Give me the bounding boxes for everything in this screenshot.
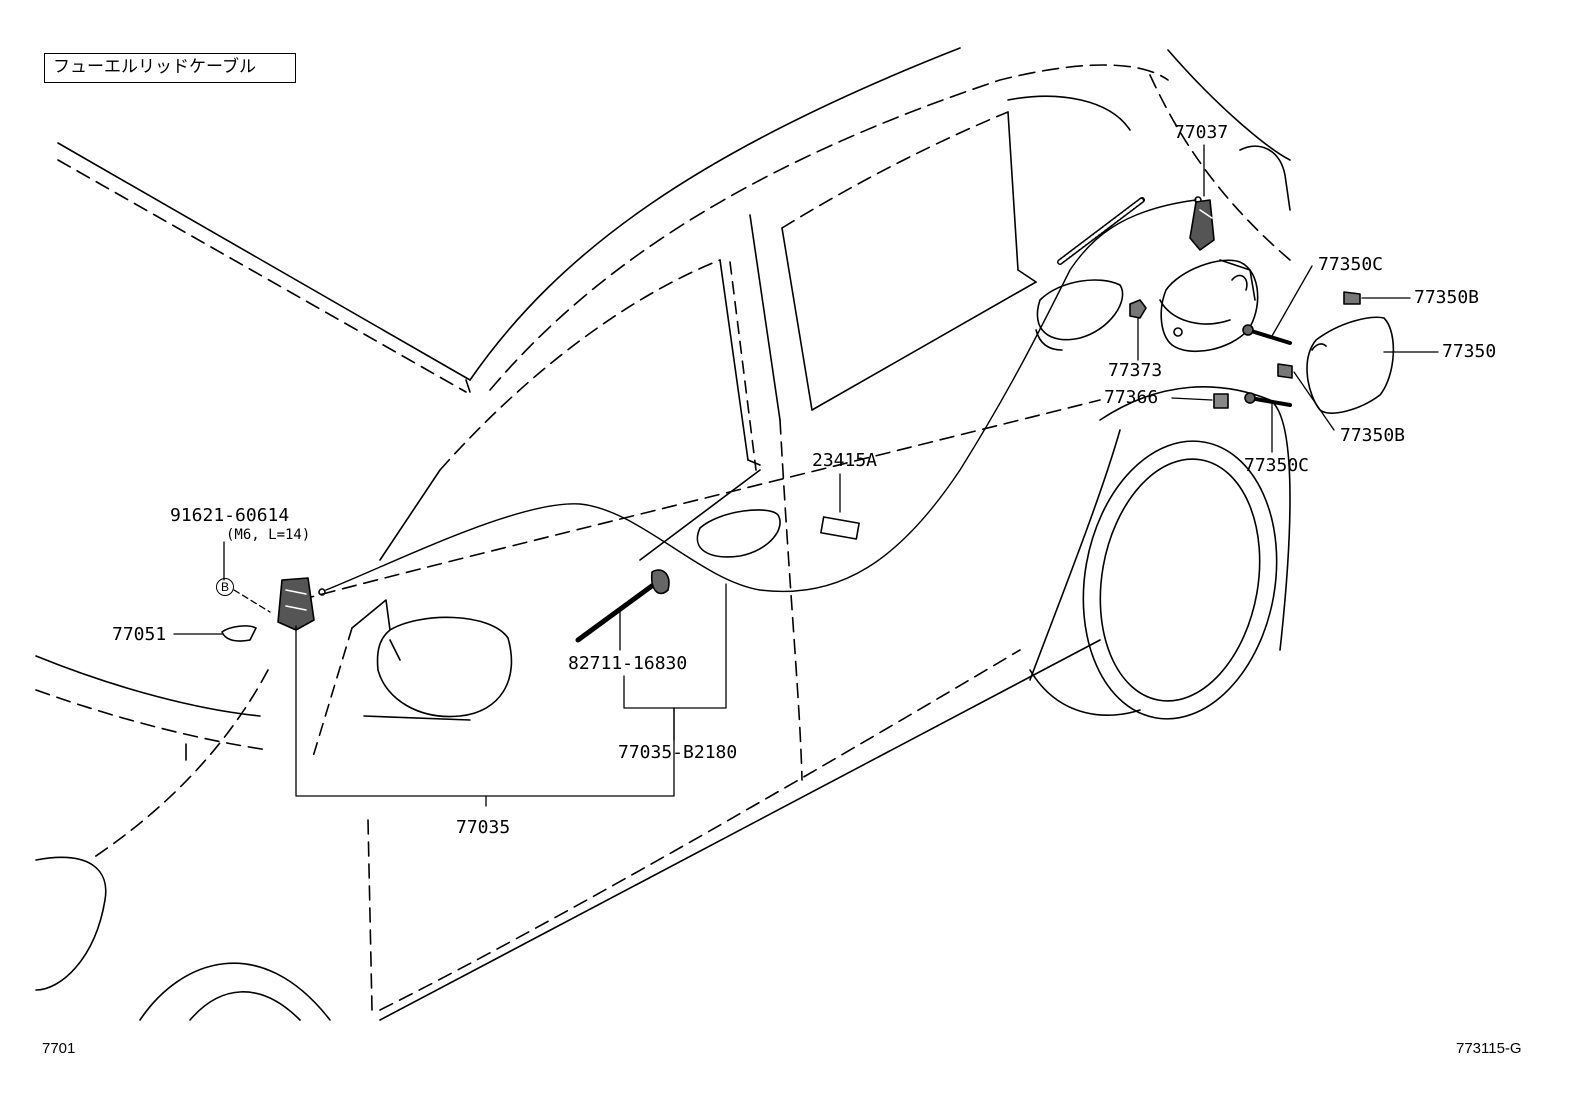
front-fender: [35, 655, 331, 1021]
part-label-77373: 77373: [1108, 360, 1163, 381]
part-label-77035-B2180: 77035-B2180: [618, 742, 738, 763]
leader-lines: [173, 144, 1439, 807]
part-label-77035: 77035: [456, 817, 511, 838]
nut-77373: [1129, 299, 1147, 319]
footer-figure-code: 773115-G: [1456, 1040, 1522, 1057]
bumper-77350B-top: [1343, 291, 1361, 305]
part-label-82711-16830: 82711-16830: [568, 653, 688, 674]
hood-outline: [57, 142, 471, 393]
pin-77350C-top: [1242, 324, 1292, 345]
part-label-77350C-top: 77350C: [1318, 254, 1384, 275]
strap-82711: [575, 569, 670, 643]
part-label-77350B-bottom: 77350B: [1340, 425, 1406, 446]
label-23415A-part: [820, 516, 860, 540]
fuel-filler-housing: [1159, 259, 1259, 353]
fuel-lid-cable: [318, 196, 1202, 596]
part-label-77366: 77366: [1104, 387, 1159, 408]
rear-wheel-arch: [1029, 440, 1278, 720]
opener-77037: [1189, 199, 1215, 251]
b-pillar-outline: [639, 214, 803, 781]
roof-outline: [469, 47, 1291, 391]
fuel-lid-77350: [1306, 316, 1395, 414]
footer-page-code: 7701: [42, 1040, 76, 1057]
part-label-77350C-bottom: 77350C: [1244, 455, 1310, 476]
part-label-77350: 77350: [1442, 341, 1497, 362]
bumper-77350B-bottom: [1277, 363, 1293, 379]
body-side-lines: [299, 386, 1291, 1021]
part-label-77037: 77037: [1174, 122, 1229, 143]
diagram-title: フューエルリッドケーブル: [44, 53, 296, 83]
front-window-outline: [379, 259, 761, 561]
part-spec-91621: (M6, L=14): [226, 527, 311, 543]
rear-window-outline: [781, 95, 1131, 411]
part-label-23415A: 23415A: [812, 450, 878, 471]
clip-77366: [1213, 393, 1229, 409]
part-label-77350B-top: 77350B: [1414, 287, 1480, 308]
door-handles: [696, 279, 1124, 558]
side-mirror: [311, 599, 513, 761]
lever-assembly-77035: [221, 577, 315, 642]
pin-77350C-bottom: [1244, 392, 1292, 407]
part-label-91621-60614: 91621-60614: [170, 505, 290, 526]
bolt-reference-symbol: B: [216, 578, 234, 596]
part-label-77051: 77051: [112, 624, 167, 645]
